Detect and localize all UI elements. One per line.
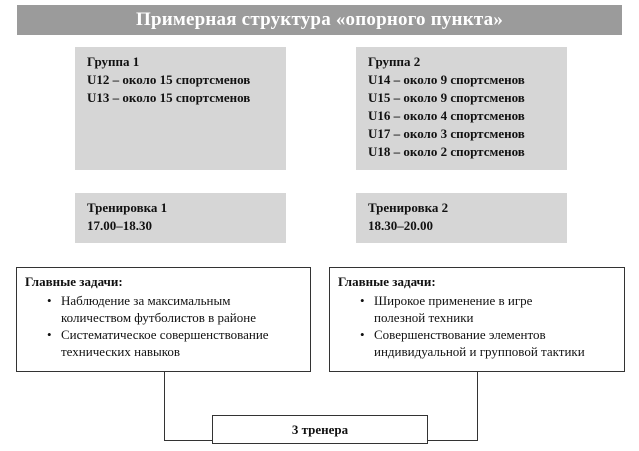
- tasks-2-list: • Широкое применение в игре полезной тех…: [338, 292, 616, 360]
- group-2-box: Группа 2 U14 – около 9 спортсменов U15 –…: [356, 47, 567, 170]
- coaches-box: 3 тренера: [212, 415, 428, 444]
- task-text: Систематическое совершенствование: [61, 327, 269, 342]
- diagram-title: Примерная структура «опорного пункта»: [135, 9, 504, 30]
- list-item: • Широкое применение в игре полезной тех…: [360, 292, 616, 326]
- bullet-icon: •: [360, 293, 365, 308]
- title-bar: Примерная структура «опорного пункта»: [17, 5, 622, 35]
- training-2-box: Тренировка 2 18.30–20.00: [356, 193, 567, 243]
- task-text: полезной техники: [374, 310, 474, 325]
- training-2-time: 18.30–20.00: [368, 218, 433, 233]
- coaches-label: 3 тренера: [291, 421, 349, 437]
- task-text: Наблюдение за максимальным: [61, 293, 231, 308]
- task-text: Широкое применение в игре: [374, 293, 533, 308]
- group-1-heading: Группа 1: [87, 54, 140, 69]
- connector-line-left: [164, 372, 165, 440]
- tasks-2-heading: Главные задачи:: [338, 274, 436, 289]
- group-2-heading: Группа 2: [368, 54, 421, 69]
- training-1-box: Тренировка 1 17.00–18.30: [75, 193, 286, 243]
- tasks-1-list: • Наблюдение за максимальным количеством…: [25, 292, 302, 360]
- group-2-line: U15 – около 9 спортсменов: [368, 90, 525, 105]
- list-item: • Наблюдение за максимальным количеством…: [47, 292, 302, 326]
- connector-line-bottom-right: [426, 440, 478, 441]
- group-2-line: U14 – около 9 спортсменов: [368, 72, 525, 87]
- group-1-line: U12 – около 15 спортсменов: [87, 72, 251, 87]
- group-2-line: U17 – около 3 спортсменов: [368, 126, 525, 141]
- group-1-line: U13 – около 15 спортсменов: [87, 90, 251, 105]
- task-text: технических навыков: [61, 344, 181, 359]
- task-text: Совершенствование элементов: [374, 327, 546, 342]
- training-1-time: 17.00–18.30: [87, 218, 152, 233]
- tasks-1-heading: Главные задачи:: [25, 274, 123, 289]
- bullet-icon: •: [360, 327, 365, 342]
- task-text: индивидуальной и групповой тактики: [374, 344, 585, 359]
- training-1-heading: Тренировка 1: [87, 200, 168, 215]
- bullet-icon: •: [47, 293, 52, 308]
- connector-line-bottom-left: [164, 440, 214, 441]
- training-2-heading: Тренировка 2: [368, 200, 449, 215]
- connector-line-right: [477, 372, 478, 440]
- tasks-2-box: Главные задачи: • Широкое применение в и…: [329, 267, 625, 372]
- bullet-icon: •: [47, 327, 52, 342]
- group-1-box: Группа 1 U12 – около 15 спортсменов U13 …: [75, 47, 286, 170]
- group-2-line: U16 – около 4 спортсменов: [368, 108, 525, 123]
- task-text: количеством футболистов в районе: [61, 310, 256, 325]
- list-item: • Систематическое совершенствование техн…: [47, 326, 302, 360]
- list-item: • Совершенствование элементов индивидуал…: [360, 326, 616, 360]
- tasks-1-box: Главные задачи: • Наблюдение за максимал…: [16, 267, 311, 372]
- group-2-line: U18 – около 2 спортсменов: [368, 144, 525, 159]
